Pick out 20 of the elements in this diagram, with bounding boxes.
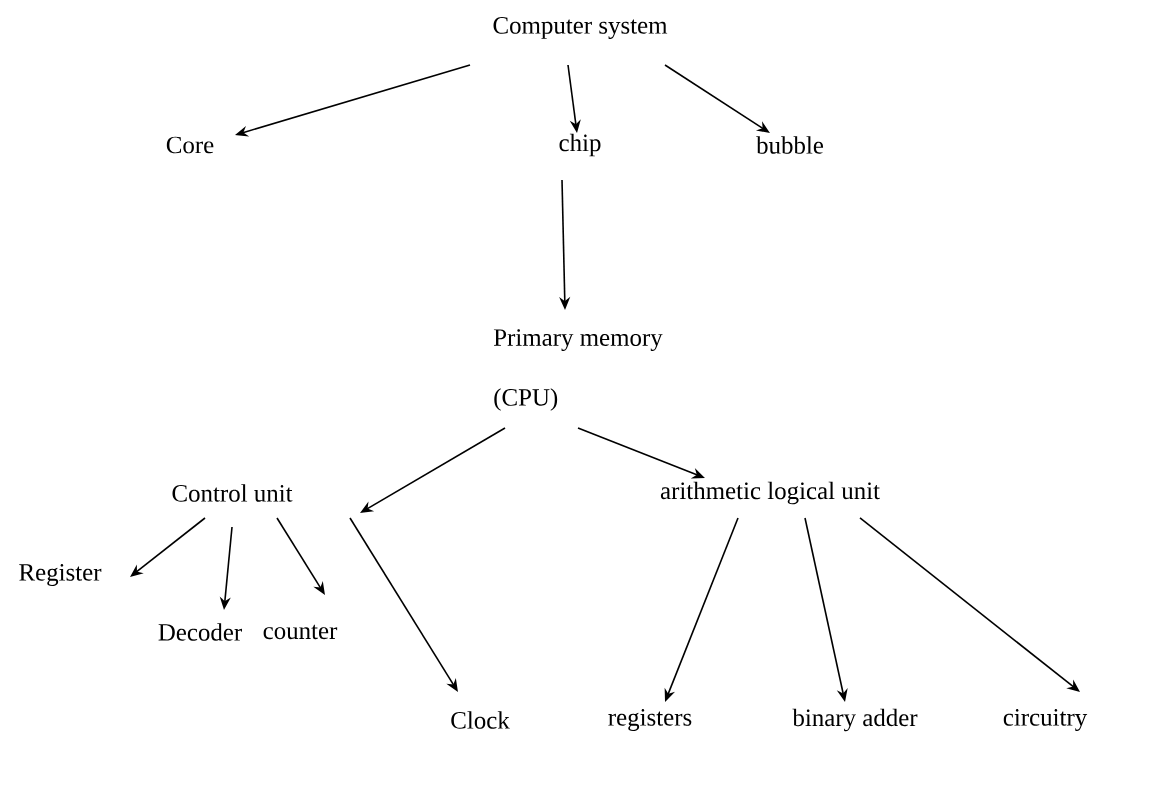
node-label: arithmetic logical unit: [660, 481, 880, 505]
arrow: [349, 517, 458, 692]
node-label: Decoder: [158, 623, 242, 641]
node-label: counter: [263, 624, 338, 640]
arrow: [130, 517, 206, 577]
arrow: [664, 64, 770, 133]
node-label: Core: [166, 136, 214, 154]
arrow: [859, 517, 1080, 692]
arrow: [360, 427, 506, 513]
arrow: [276, 517, 325, 595]
node-label: Primary memory (CPU): [493, 329, 663, 411]
node-label: bubble: [756, 136, 824, 154]
node-label: chip: [559, 133, 601, 157]
node-label: Computer system: [493, 17, 668, 39]
node-label: Control unit: [172, 484, 293, 502]
node-label: circuitry: [1003, 709, 1088, 731]
node-label: binary adder: [792, 708, 918, 732]
node-label: Clock: [451, 711, 510, 729]
node-label: Register: [19, 564, 102, 586]
node-label: registers: [608, 709, 692, 731]
